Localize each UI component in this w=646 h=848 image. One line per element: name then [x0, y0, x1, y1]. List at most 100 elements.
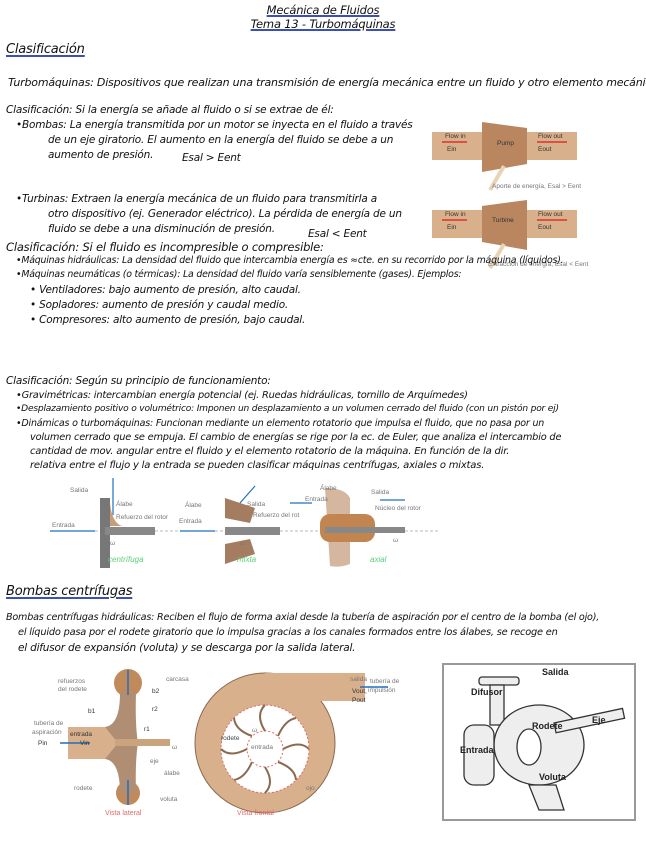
- frontal-p-out: Pout: [352, 697, 366, 704]
- frontal-omega: ω: [252, 727, 258, 734]
- frontal-impulsion: impulsión: [368, 687, 396, 694]
- cutaway-salida: Salida: [542, 667, 569, 677]
- lateral-b1: b1: [88, 708, 96, 715]
- frontal-caption: Vista frontal: [237, 810, 274, 817]
- pump-e-in: Ein: [447, 146, 457, 153]
- lateral-entrada: entrada: [70, 731, 93, 738]
- principle-line: volumen cerrado que se empuja. El cambio…: [30, 432, 562, 443]
- document-subtitle: Tema 13 - Turbomáquinas: [250, 17, 396, 31]
- turbine-e-in: Ein: [447, 224, 457, 231]
- turbine-caption: Extracción de energía, Esal < Eent: [488, 261, 589, 268]
- axial-alabe: Álabe: [320, 485, 337, 492]
- fluid-example: • Compresores: alto aumento de presión, …: [30, 314, 306, 326]
- principle-line: •Gravimétricas: intercambian energía pot…: [16, 390, 468, 401]
- centrifuga-salida: Salida: [70, 487, 89, 494]
- turbine-drawing: [432, 200, 577, 270]
- bombas-centrifugas-line: el difusor de expansión (voluta) y se de…: [18, 642, 356, 654]
- mixta-salida: Salida: [247, 501, 266, 508]
- section-heading-clasificacion: Clasificación: [6, 42, 85, 57]
- pump-cutaway-figure: Salida Difusor Rodete Eje Entrada Voluta: [442, 663, 636, 821]
- definition-turbomaquinas: Turbomáquinas: Dispositivos que realizan…: [8, 76, 646, 89]
- principle-line: •Dinámicas o turbomáquinas: Funcionan me…: [16, 418, 545, 429]
- bombas-line: •Bombas: La energía transmitida por un m…: [16, 119, 413, 131]
- frontal-v-out: Vout,: [352, 688, 367, 695]
- lateral-p-in: Pin: [38, 740, 48, 747]
- mixta-entrada: Entrada: [179, 518, 202, 525]
- turbinas-line: fluido se debe a una disminución de pres…: [48, 223, 275, 235]
- principle-line: cantidad de mov. angular entre el fluido…: [30, 446, 510, 457]
- section-heading-bombas-centrifugas: Bombas centrífugas: [6, 584, 133, 599]
- class-fluid-title: Clasificación: Si el fluido es incompres…: [6, 240, 324, 254]
- mixta-caption: mixta: [237, 555, 257, 564]
- pump-flow-in: Flow in: [445, 133, 466, 140]
- centrifuga-entrada: Entrada: [52, 522, 75, 529]
- frontal-entrada: entrada: [251, 744, 274, 751]
- fluid-item: •Máquinas hidráulicas: La densidad del f…: [16, 255, 564, 266]
- lateral-omega: ω: [172, 744, 178, 751]
- class-energy-title: Clasificación: Si la energía se añade al…: [6, 104, 334, 116]
- turbine-flow-in: Flow in: [445, 211, 466, 218]
- bombas-line: aumento de presión.: [48, 149, 154, 161]
- cutaway-rodete: Rodete: [532, 721, 563, 731]
- lateral-eje: eje: [150, 758, 159, 765]
- fluid-example: • Ventiladores: bajo aumento de presión,…: [30, 284, 301, 296]
- axial-caption: axial: [370, 555, 387, 564]
- centrifugal-pump-drawing: [60, 669, 388, 814]
- turbinas-line: •Turbinas: Extraen la energía mecánica d…: [16, 193, 377, 205]
- cutaway-voluta: Voluta: [539, 772, 566, 782]
- lateral-r1: r1: [144, 726, 150, 733]
- cutaway-eje: Eje: [592, 715, 606, 725]
- principle-line: relativa entre el flujo y la entrada se …: [30, 460, 485, 471]
- cutaway-difusor: Difusor: [471, 687, 503, 697]
- axial-salida: Salida: [371, 489, 390, 496]
- lateral-refuerzos: refuerzos: [58, 678, 86, 685]
- document-title: Mecánica de Fluidos: [266, 3, 380, 17]
- bombas-relation: Esal > Eent: [182, 152, 241, 164]
- turbine-label: Turbine: [492, 217, 514, 224]
- frontal-salida: salida: [350, 676, 367, 683]
- frontal-tuberia: tubería de: [370, 678, 400, 685]
- mixta-omega: ω: [240, 540, 246, 547]
- frontal-rodete: rodete: [221, 735, 240, 742]
- mixta-refuerzo: Refuerzo del rot: [253, 512, 300, 519]
- lateral-rodete: rodete: [74, 785, 93, 792]
- turbine-flow-out: Flow out: [538, 211, 563, 218]
- pump-label: Pump: [497, 140, 514, 147]
- lateral-del-rodete: del rodete: [58, 686, 87, 693]
- lateral-r2: r2: [152, 706, 158, 713]
- turbinas-relation: Esal < Eent: [308, 228, 367, 240]
- pump-cutaway-drawing: [463, 676, 626, 811]
- bombas-line: de un eje giratorio. El aumento en la en…: [48, 134, 394, 146]
- fluid-item: •Máquinas neumáticas (o térmicas): La de…: [16, 269, 462, 280]
- centrifuga-alabe: Álabe: [116, 501, 133, 508]
- lateral-tuberia: tubería de: [34, 720, 64, 727]
- turbine-e-out: Eout: [538, 224, 552, 231]
- centrifuga-caption: centrífuga: [108, 555, 144, 564]
- mixta-alabe: Álabe: [185, 502, 202, 509]
- axial-omega: ω: [393, 537, 399, 544]
- lateral-caption: Vista lateral: [105, 810, 142, 817]
- bombas-centrifugas-line: Bombas centrífugas hidráulicas: Reciben …: [6, 612, 600, 623]
- pump-e-out: Eout: [538, 146, 552, 153]
- lateral-v-in: Vin: [80, 740, 90, 747]
- cutaway-entrada: Entrada: [460, 745, 494, 755]
- centrifuga-refuerzo: Refuerzo del rotor: [116, 514, 169, 521]
- fluid-example: • Sopladores: aumento de presión y cauda…: [30, 299, 289, 311]
- pump-flow-out: Flow out: [538, 133, 563, 140]
- bombas-centrifugas-line: el líquido pasa por el rodete giratorio …: [18, 627, 558, 638]
- lateral-aspiracion: aspiración: [32, 729, 62, 736]
- lateral-b2: b2: [152, 688, 160, 695]
- frontal-ojo: ojo: [306, 785, 315, 792]
- pump-caption: Aporte de energía, Esal > Eent: [492, 183, 582, 190]
- lateral-alabe: álabe: [164, 770, 180, 777]
- turbinas-line: otro dispositivo (ej. Generador eléctric…: [48, 208, 402, 220]
- lateral-voluta: voluta: [160, 796, 178, 803]
- centrifuga-omega: ω: [110, 540, 116, 547]
- axial-nucleo: Núcleo del rotor: [375, 505, 421, 512]
- lateral-carcasa: carcasa: [166, 676, 189, 683]
- turbomachine-types-drawing: [50, 478, 440, 568]
- pump-drawing: [432, 122, 577, 192]
- principle-line: •Desplazamiento positivo o volumétrico: …: [16, 404, 559, 414]
- axial-entrada: Entrada: [305, 496, 328, 503]
